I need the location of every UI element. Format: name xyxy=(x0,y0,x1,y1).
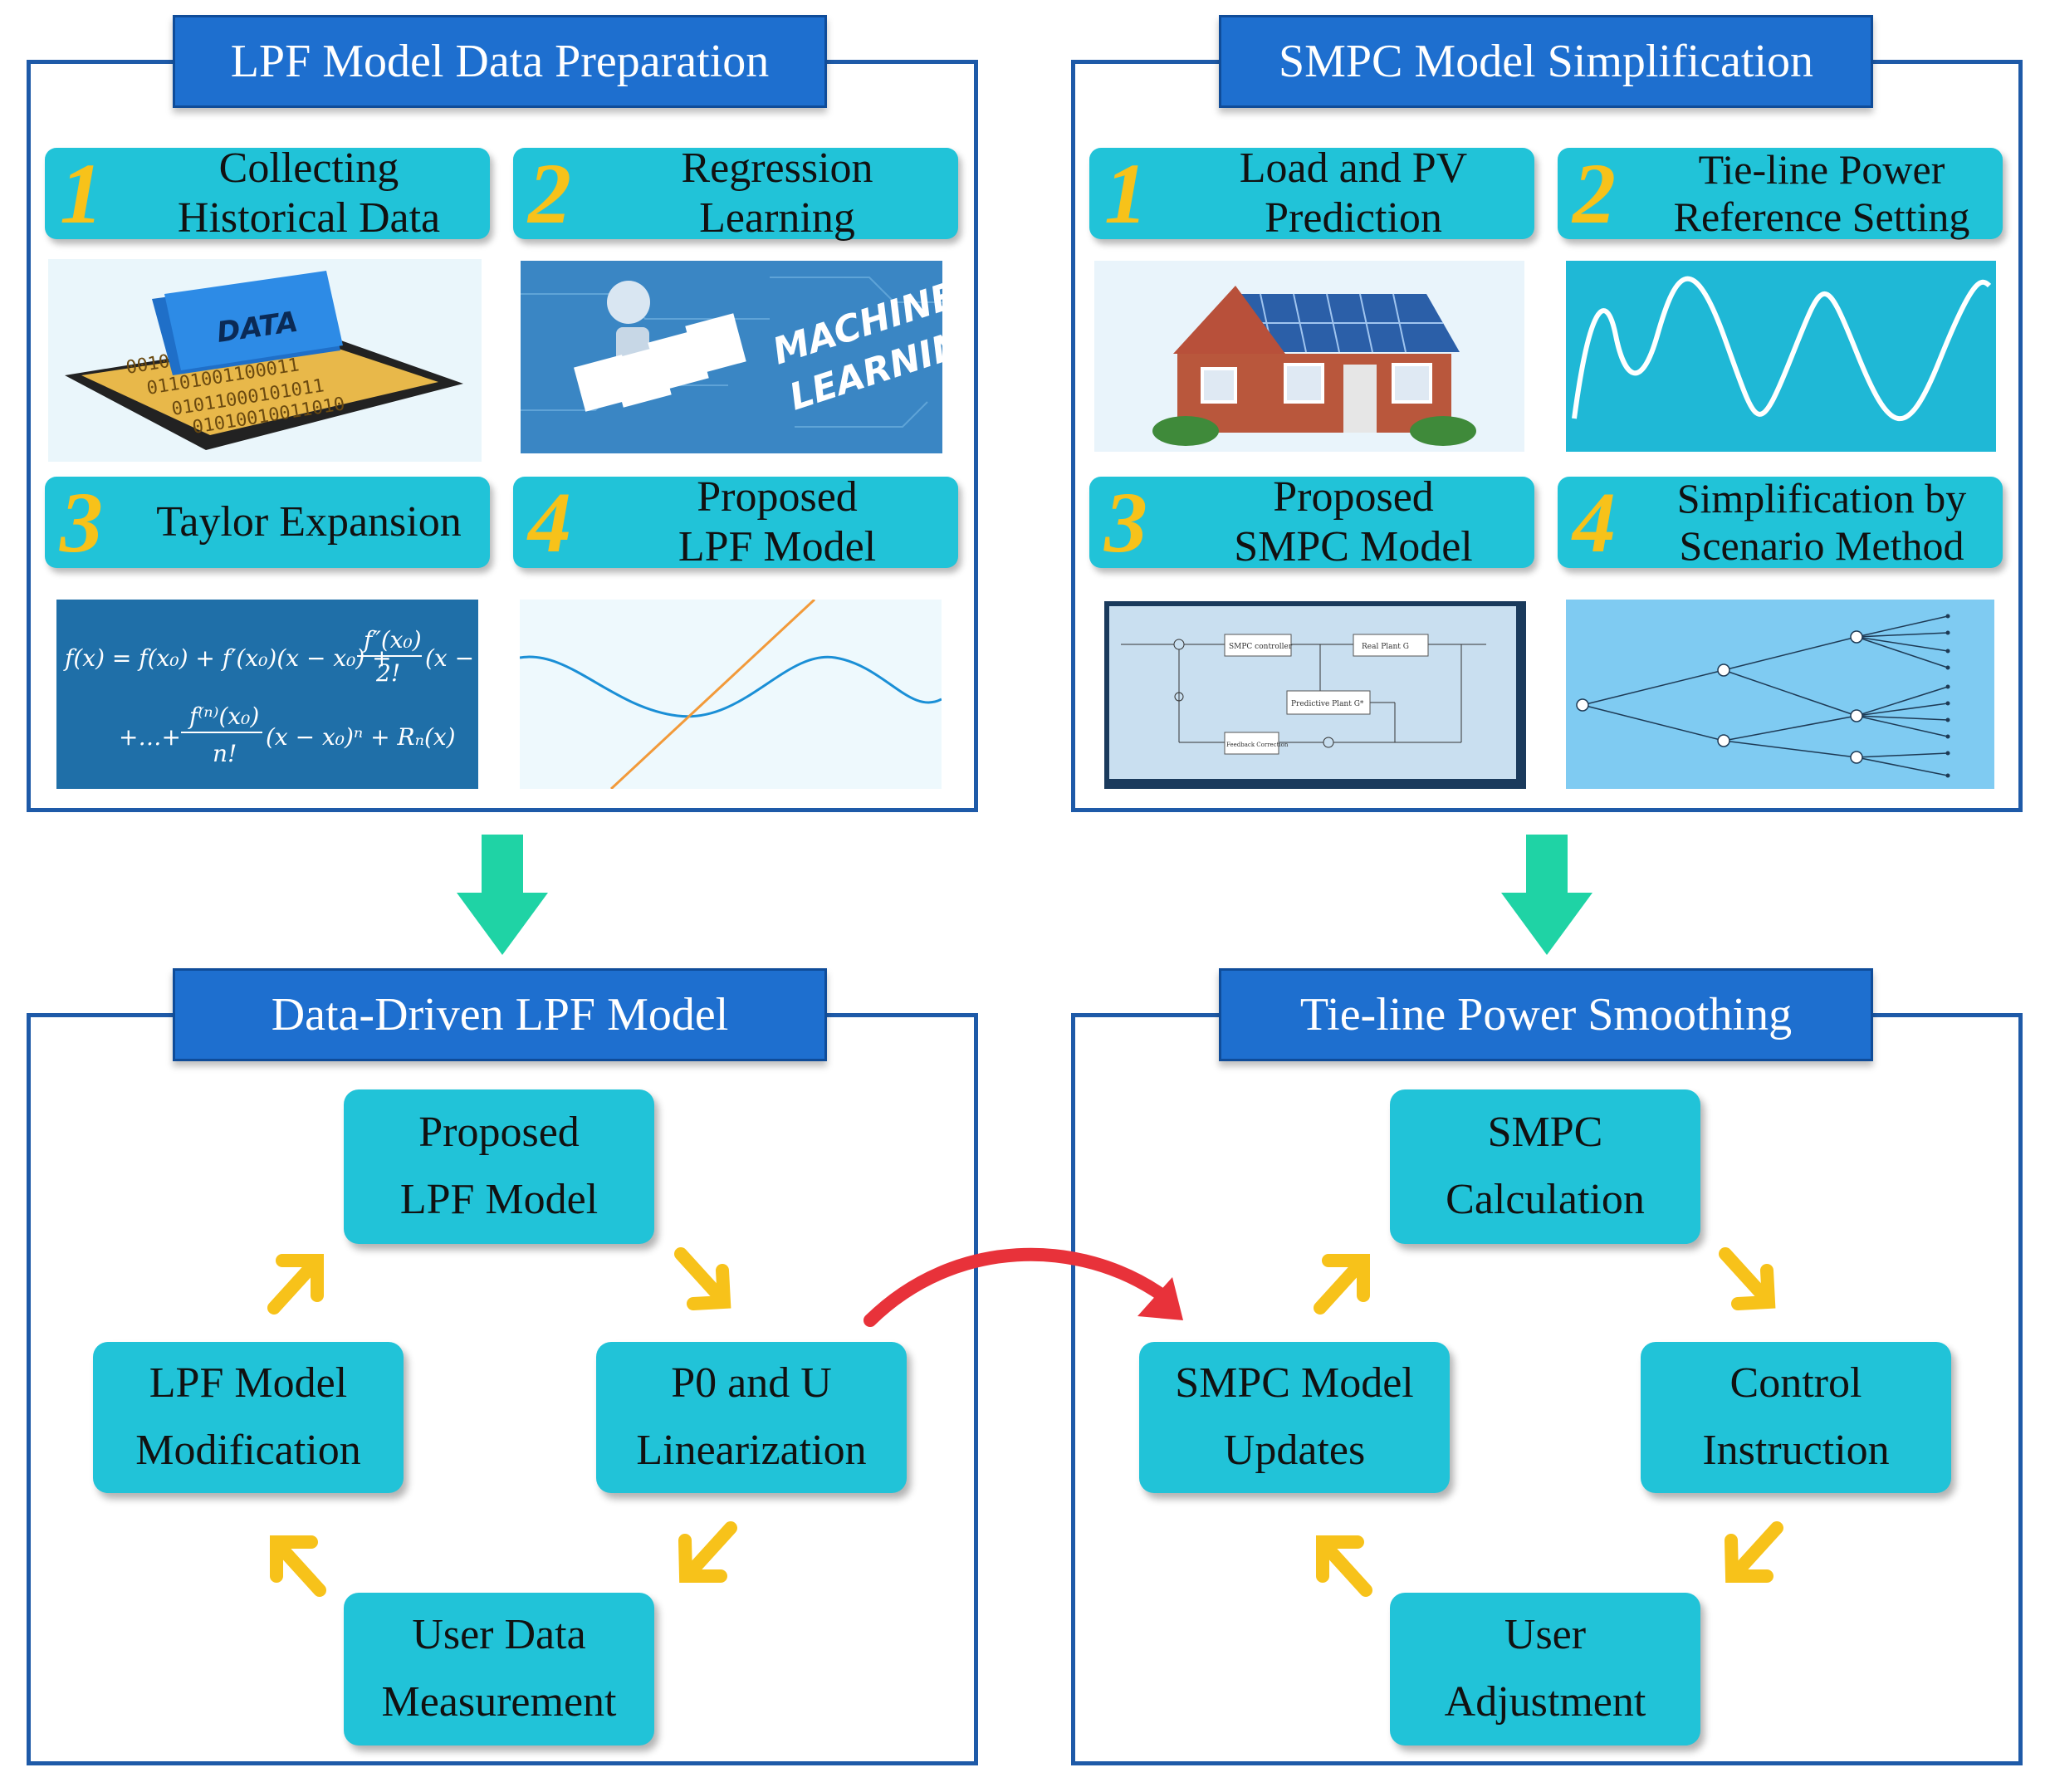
step-label: Regression Learning xyxy=(681,144,873,242)
linearization-curve-image xyxy=(520,600,942,789)
step-regression-learning: 2 Regression Learning xyxy=(513,144,958,242)
step-number: 1 xyxy=(60,146,103,242)
taylor-formula-image: f(x) = f(x₀) + f′(x₀)(x − x₀) + f″(x₀) 2… xyxy=(56,600,478,789)
node-smpc-calculation: SMPC Calculation xyxy=(1390,1089,1700,1244)
step-number: 1 xyxy=(1104,146,1147,242)
step-number: 2 xyxy=(528,146,571,242)
step-proposed-lpf-model: 4 Proposed LPF Model xyxy=(513,473,958,570)
step-number: 3 xyxy=(60,475,103,570)
node-proposed-lpf-model: Proposed LPF Model xyxy=(344,1089,654,1244)
node-p0-u-linearization: P0 and U Linearization xyxy=(596,1342,907,1493)
lpf-data-preparation-title: LPF Model Data Preparation xyxy=(173,15,827,108)
diagram-block-label: Real Plant G xyxy=(1362,643,1409,651)
step-label: Tie-line Power Reference Setting xyxy=(1673,145,1970,241)
step-label: Simplification by Scenario Method xyxy=(1676,474,1967,570)
step-number: 2 xyxy=(1573,146,1616,242)
scenario-tree-image xyxy=(1566,600,1994,789)
house-pv-image xyxy=(1094,261,1524,452)
svg-text:n!: n! xyxy=(213,740,237,767)
svg-text:+…+: +…+ xyxy=(119,723,181,751)
step-number: 4 xyxy=(1573,475,1616,570)
tie-line-smoothing-title: Tie-line Power Smoothing xyxy=(1219,968,1873,1061)
step-taylor-expansion: 3 Taylor Expansion xyxy=(45,477,490,568)
step-tie-line-reference: 2 Tie-line Power Reference Setting xyxy=(1558,145,2003,242)
node-lpf-model-modification: LPF Model Modification xyxy=(93,1342,404,1493)
node-control-instruction: Control Instruction xyxy=(1641,1342,1951,1493)
svg-text:(x − x₀)²: (x − x₀)² xyxy=(425,644,478,672)
svg-text:f⁽ⁿ⁾(x₀): f⁽ⁿ⁾(x₀) xyxy=(188,703,259,730)
svg-text:f″(x₀): f″(x₀) xyxy=(362,626,422,654)
diagram-block-label: Feedback Correction xyxy=(1226,742,1289,748)
historical-data-image: 00011001 0010011001010 01101001100011 01… xyxy=(48,259,482,462)
diagram-block-label: Predictive Plant G* xyxy=(1291,700,1364,708)
step-proposed-smpc-model: 3 Proposed SMPC Model xyxy=(1089,473,1534,570)
smpc-block-diagram-image: SMPC controller Real Plant G Predictive … xyxy=(1104,601,1526,789)
step-scenario-method: 4 Simplification by Scenario Method xyxy=(1558,474,2003,570)
node-user-adjustment: User Adjustment xyxy=(1390,1593,1700,1745)
step-label: Taylor Expansion xyxy=(156,498,462,546)
svg-text:(x − x₀)ⁿ + Rₙ(x): (x − x₀)ⁿ + Rₙ(x) xyxy=(266,723,456,751)
node-smpc-model-updates: SMPC Model Updates xyxy=(1139,1342,1450,1493)
step-label: Proposed LPF Model xyxy=(678,473,877,570)
diagram-block-label: SMPC controller xyxy=(1229,643,1293,651)
smpc-simplification-title: SMPC Model Simplification xyxy=(1219,15,1873,108)
step-label: Proposed SMPC Model xyxy=(1234,473,1473,570)
step-label: Load and PV Prediction xyxy=(1239,144,1468,242)
step-load-pv-prediction: 1 Load and PV Prediction xyxy=(1089,144,1534,242)
step-label: Collecting Historical Data xyxy=(177,144,441,242)
step-collecting-historical-data: 1 Collecting Historical Data xyxy=(45,144,490,242)
data-driven-lpf-title: Data-Driven LPF Model xyxy=(173,968,827,1061)
svg-text:f(x) = f(x₀) + f′(x₀)(x − x₀): f(x) = f(x₀) + f′(x₀)(x − x₀) + xyxy=(63,644,392,672)
step-number: 3 xyxy=(1104,475,1147,570)
svg-text:2!: 2! xyxy=(375,659,400,687)
tie-line-wave-image xyxy=(1566,261,1996,452)
step-number: 4 xyxy=(528,475,571,570)
machine-learning-image: MACHINE LEARNING xyxy=(521,261,942,453)
node-user-data-measurement: User Data Measurement xyxy=(344,1593,654,1745)
